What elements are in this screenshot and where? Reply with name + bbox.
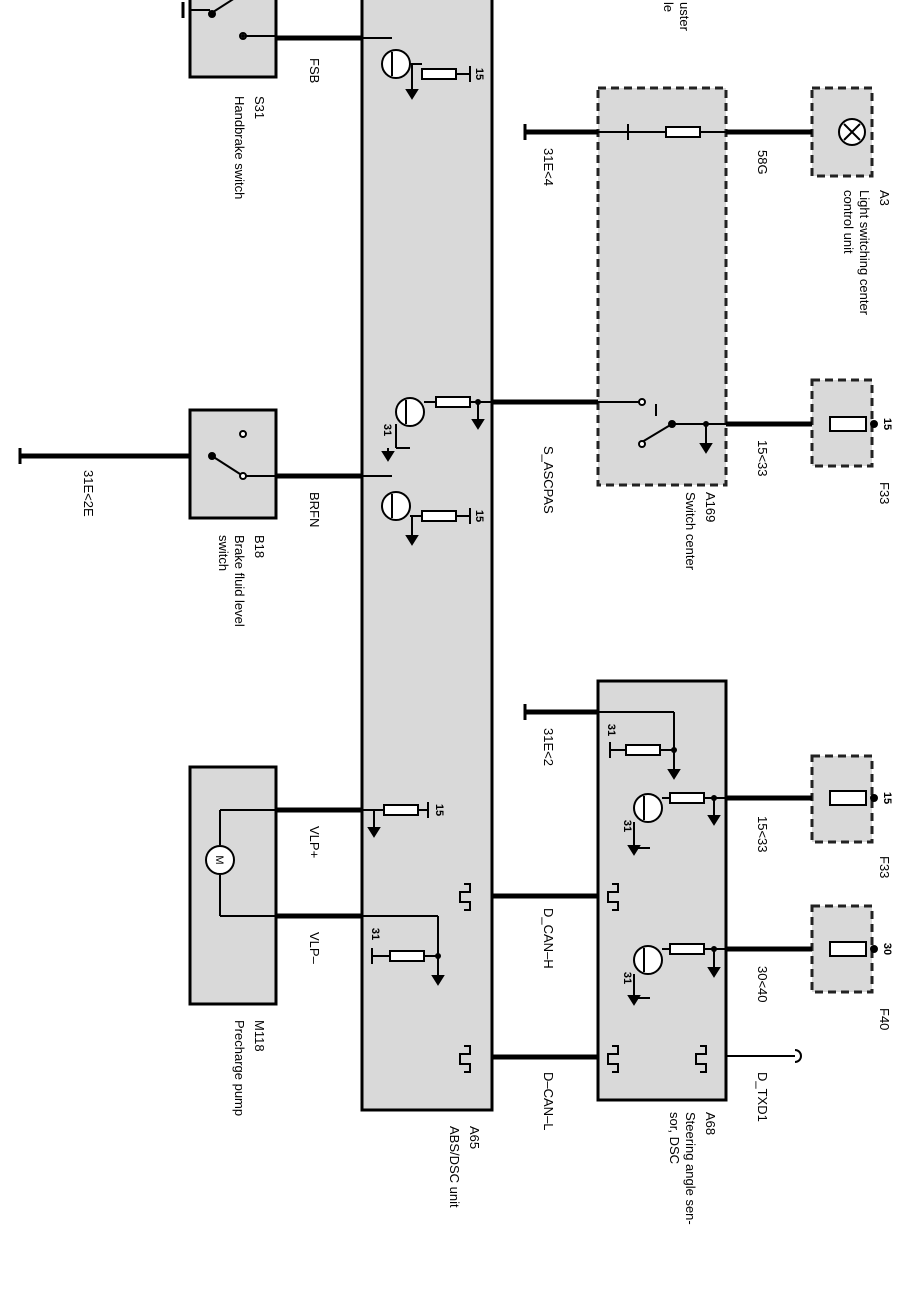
wires (20, 35, 812, 1060)
label-b18-id: B18 (252, 535, 267, 558)
ground-symbols (18, 2, 527, 720)
label-f33-a: F33 (877, 482, 892, 504)
label-b18-name-1: Brake fluid level (232, 535, 247, 627)
junction-dots (241, 34, 717, 959)
label-ground-31e4: 31E<4 (541, 148, 556, 186)
pin-15-fsb: 15 (473, 68, 485, 80)
lamp-icon (838, 118, 866, 146)
label-d-can-h: D_CAN–H (541, 908, 556, 969)
label-fsb: FSB (307, 58, 322, 83)
pin-31-a68-t1: 31 (621, 820, 633, 832)
label-a3-name-1: Light switching center (857, 190, 872, 316)
b18-switch-icon (208, 430, 276, 480)
a169-switch-icon (598, 398, 726, 454)
a65-s-ascpas-transistor-icon (381, 396, 492, 462)
fuse-icons (829, 416, 878, 957)
label-a68-name-2: sor, DSC (667, 1112, 682, 1164)
a65-brfn-transistor-icon (362, 475, 471, 546)
label-15-33-b: 15<33 (755, 816, 770, 853)
fuse-f33-b-icon (829, 790, 867, 806)
s31-switch-icon (190, 0, 276, 40)
svg-text:M: M (213, 855, 225, 864)
label-58g: 58G (755, 150, 770, 175)
label-a68-id: A68 (703, 1112, 718, 1135)
pin-31-a68-t2: 31 (621, 972, 633, 984)
a68-transistor-15-icon (627, 792, 726, 856)
d-txd1-terminal-icon (794, 1049, 802, 1063)
a65-abs-dsc-unit-box (360, 0, 494, 1112)
label-30-40: 30<40 (755, 966, 770, 1003)
label-m118-id: M118 (252, 1020, 267, 1052)
label-b18-name-2: switch (216, 535, 231, 571)
pin-15-f33-b: 15 (881, 792, 893, 804)
label-ground-31e2: 31E<2 (541, 728, 556, 766)
label-m118-name: Precharge pump (232, 1020, 247, 1116)
label-a68-name-1: Steering angle sen- (683, 1112, 698, 1225)
pin-31-a68-ground: 31 (605, 724, 617, 736)
motor-icon: M (205, 809, 276, 917)
pin-30-f40: 30 (881, 943, 893, 955)
label-brfn: BRFN (307, 492, 322, 527)
s31-handbrake-switch-box (188, 0, 278, 79)
label-a3-name-2: control unit (841, 190, 856, 254)
label-a169-id: A169 (703, 492, 718, 522)
pin-15-vlp: 15 (433, 804, 445, 816)
label-a169-name: Switch center (683, 492, 698, 571)
fuse-f40-icon (829, 941, 867, 957)
label-vlp-minus: VLP– (307, 932, 322, 965)
label-vlp-plus: VLP+ (307, 826, 322, 858)
label-s-ascpas: S_ASCPAS (541, 446, 556, 514)
fuse-f33-a-icon (829, 416, 867, 432)
label-f33-b: F33 (877, 856, 892, 878)
a169-switch-center-box (596, 86, 728, 487)
a65-vlp-plus-circuit-icon (362, 802, 429, 838)
label-ground-31e2e: 31E<2E (81, 470, 96, 517)
label-cluster-partial-2: le (661, 2, 676, 12)
can-pulse-icons (459, 883, 707, 1073)
label-d-can-l: D–CAN–L (541, 1072, 556, 1131)
b18-brake-fluid-switch-box (188, 408, 278, 520)
pin-31-vlp: 31 (369, 928, 381, 940)
label-s31-id: S31 (252, 96, 267, 119)
pin-15-f33-a: 15 (881, 418, 893, 430)
label-cluster-partial-1: uster (677, 2, 692, 32)
label-a65-id: A65 (467, 1126, 482, 1149)
label-f40: F40 (877, 1008, 892, 1030)
a65-vlp-minus-circuit-icon (362, 915, 445, 986)
pin-15-brfn: 15 (473, 510, 485, 522)
a65-fsb-transistor-icon (362, 37, 471, 100)
label-a65-name: ABS/DSC unit (447, 1126, 462, 1208)
pin-31-s-ascpas: 31 (381, 424, 393, 436)
label-s31-name: Handbrake switch (232, 96, 247, 199)
m118-precharge-pump-box (188, 765, 278, 1006)
label-15-33-a: 15<33 (755, 440, 770, 477)
label-d-txd1: D_TXD1 (755, 1072, 770, 1122)
a169-58g-resistor-diode (598, 124, 726, 140)
a68-transistor-30-icon (627, 943, 726, 1006)
label-a3-id: A3 (877, 190, 892, 206)
